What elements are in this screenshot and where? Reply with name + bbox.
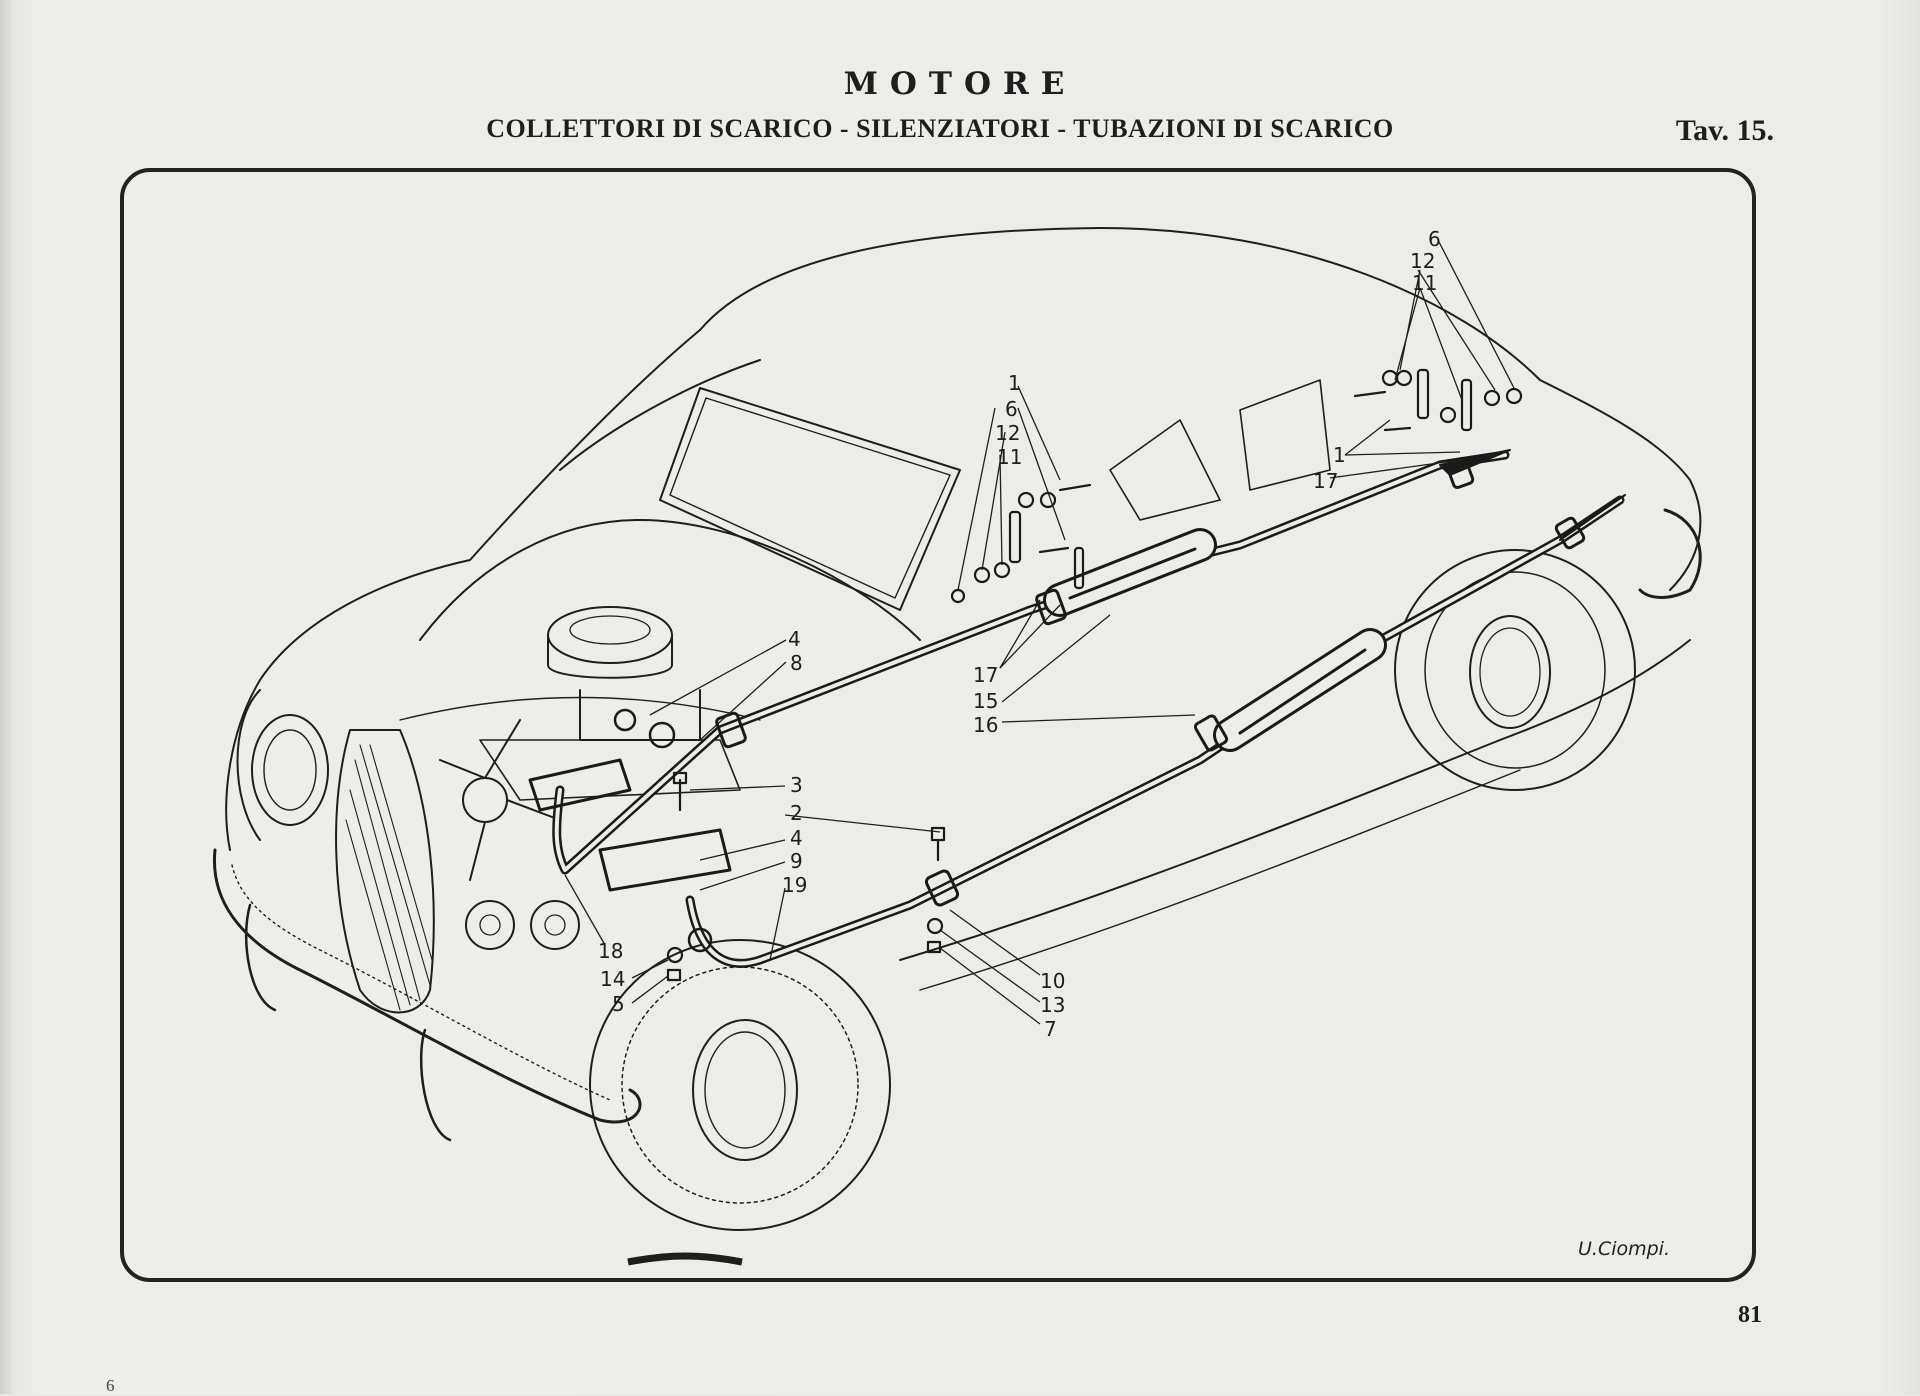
exhaust-pipes <box>528 368 1626 982</box>
callout-8: 8 <box>790 651 803 675</box>
callout-7: 7 <box>1044 1017 1057 1041</box>
illustrator-signature: U.Ciompi. <box>1578 1238 1671 1260</box>
callout-leaders <box>564 239 1516 1025</box>
callout-1-mid: 1 <box>1008 371 1021 395</box>
callout-16: 16 <box>973 713 998 737</box>
callout-4-top: 4 <box>788 627 801 651</box>
ground-shadow-mark <box>627 1252 743 1266</box>
callout-5: 5 <box>612 992 625 1016</box>
callout-2: 2 <box>790 801 803 825</box>
car-body-outline <box>212 227 1702 1231</box>
callout-labels: 6 12 11 1 17 1 6 12 11 17 15 16 4 8 3 2 … <box>598 227 1441 1041</box>
callout-10: 10 <box>1040 969 1065 993</box>
callout-14: 14 <box>600 967 625 991</box>
illustration-frame <box>120 168 1756 1282</box>
callout-18: 18 <box>598 939 623 963</box>
callout-6-mid: 6 <box>1005 397 1018 421</box>
callout-12-right: 12 <box>1410 249 1435 273</box>
callout-11-right: 11 <box>1412 271 1437 295</box>
callout-17-right: 17 <box>1313 469 1338 493</box>
page-number: 81 <box>1738 1302 1762 1328</box>
callout-19: 19 <box>782 873 807 897</box>
sheet-mark: 6 <box>106 1376 115 1395</box>
callout-6-right: 6 <box>1428 227 1441 251</box>
callout-11-mid: 11 <box>997 445 1022 469</box>
callout-1-right: 1 <box>1333 443 1346 467</box>
callout-3: 3 <box>790 773 803 797</box>
callout-4-manifold: 4 <box>790 826 803 850</box>
callout-9: 9 <box>790 849 803 873</box>
callout-17-mid: 17 <box>973 663 998 687</box>
page-subtitle: COLLETTORI DI SCARICO - SILENZIATORI - T… <box>486 114 1394 143</box>
plate-number: Tav. 15. <box>1675 114 1774 147</box>
callout-15: 15 <box>973 689 998 713</box>
callout-12-mid: 12 <box>995 421 1020 445</box>
page-title: MOTORE <box>843 66 1077 102</box>
callout-13: 13 <box>1040 993 1065 1017</box>
